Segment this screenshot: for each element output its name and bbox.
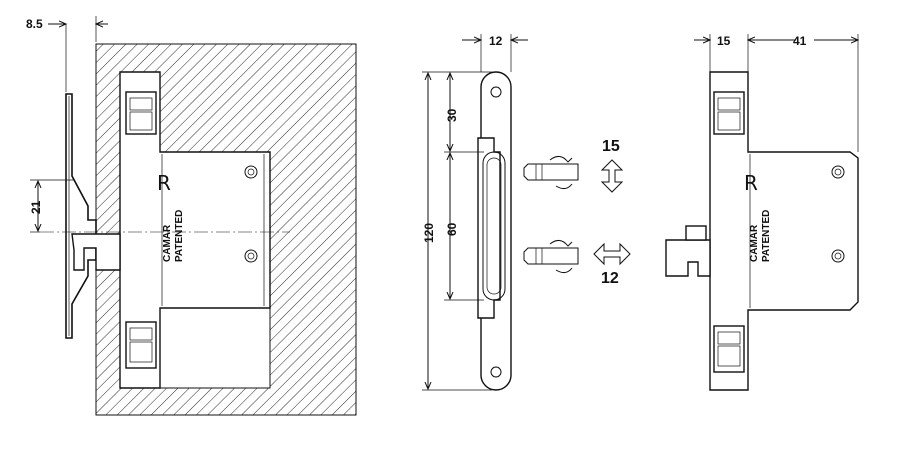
- dim-middle-slot: 60: [445, 222, 459, 236]
- vertical-double-arrow-icon: [600, 159, 624, 193]
- patent-label: PATENTED: [174, 210, 185, 262]
- adjust-vertical-label: 15: [602, 138, 620, 155]
- dim-middle-width: 12: [489, 34, 503, 48]
- screw-icon: [244, 165, 258, 179]
- left-view: R CAMAR PATENTED 8.5 21: [26, 16, 357, 416]
- dim-left-vertical: 21: [29, 200, 43, 214]
- dim-middle-top: 30: [445, 108, 459, 122]
- horizontal-double-arrow-icon: [593, 242, 631, 266]
- screw-icon: [523, 156, 579, 190]
- dim-middle-total: 120: [422, 223, 436, 243]
- patent-label: PATENTED: [761, 210, 772, 262]
- screw-icon: [244, 249, 258, 263]
- brand-name: CAMAR: [749, 224, 760, 262]
- right-view: R CAMAR PATENTED 15 41: [665, 34, 858, 391]
- brand-name: CAMAR: [162, 224, 173, 262]
- brand-mark: R: [744, 171, 758, 195]
- screw-icon: [831, 249, 845, 263]
- adjust-horizontal-label: 12: [601, 270, 619, 287]
- screw-icon: [831, 165, 845, 179]
- dim-left-offset: 8.5: [26, 17, 43, 31]
- middle-view: 12 30 60 120: [422, 34, 528, 391]
- dim-right-b: 41: [793, 34, 807, 48]
- dim-right-a: 15: [717, 34, 731, 48]
- brand-mark: R: [157, 171, 171, 195]
- screw-icon: [523, 240, 579, 274]
